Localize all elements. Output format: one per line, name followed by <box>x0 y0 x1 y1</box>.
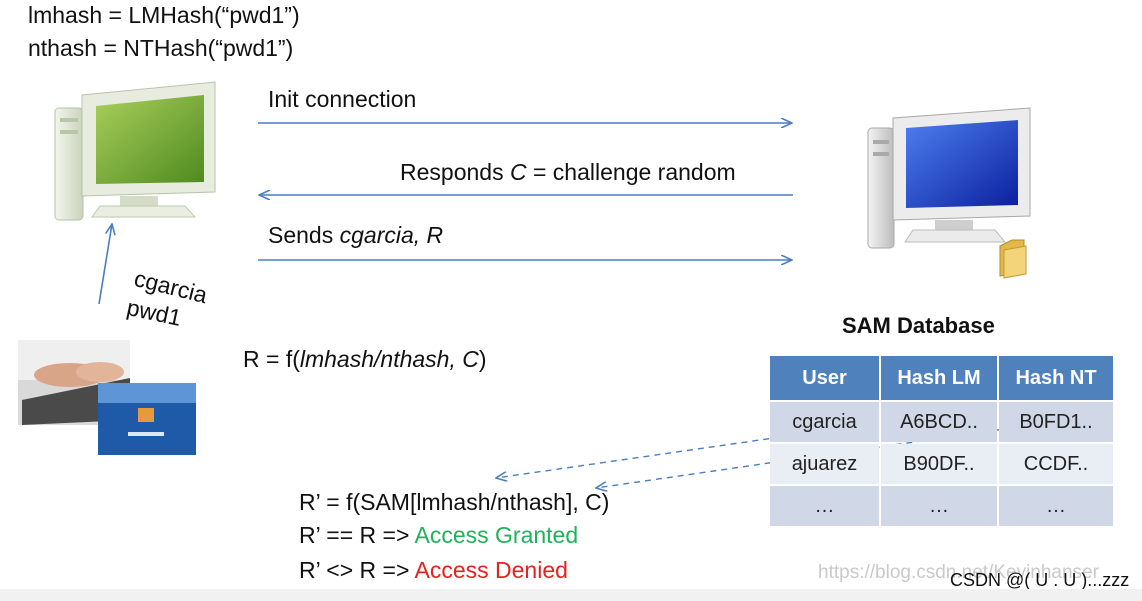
lm-hash-lookup-arrow <box>496 422 879 478</box>
cell-user: ajuarez <box>770 444 879 484</box>
cell-user: … <box>770 486 879 526</box>
table-row: cgarcia A6BCD.. B0FD1.. <box>770 402 1113 442</box>
sam-database-title: SAM Database <box>842 313 995 338</box>
watermark-url: https://blog.csdn.net/Kevinhanser <box>818 562 1099 583</box>
column-header-hash-lm: Hash LM <box>881 356 997 400</box>
table-row: … … … <box>770 486 1113 526</box>
sends-label: Sends cgarcia, R <box>268 222 444 248</box>
cell-user: cgarcia <box>770 402 879 442</box>
table-header-row: User Hash LM Hash NT <box>770 356 1113 400</box>
credential-input-arrow <box>98 224 112 305</box>
response-formula: R = f(lmhash/nthash, C) <box>243 346 487 372</box>
access-granted-text: Access Granted <box>414 522 579 548</box>
server-computer-icon <box>867 107 1031 249</box>
server-compute-formula: R’ = f(SAM[lmhash/nthash], C) <box>299 489 610 515</box>
lmhash-formula: lmhash = LMHash(“pwd1”) <box>28 2 300 28</box>
column-header-user: User <box>770 356 879 400</box>
table-row: ajuarez B90DF.. CCDF.. <box>770 444 1113 484</box>
cell-hash-lm: B90DF.. <box>881 444 997 484</box>
footer-credit: CSDN @( U . U )...zzz <box>950 570 1130 590</box>
sam-database-table: User Hash LM Hash NT cgarcia A6BCD.. B0F… <box>768 354 1115 528</box>
init-connection-label: Init connection <box>268 86 417 112</box>
client-computer-icon <box>54 81 216 221</box>
keyboard-login-icon <box>18 340 196 455</box>
bottom-bar <box>0 589 1142 601</box>
cell-hash-nt: CCDF.. <box>999 444 1113 484</box>
cell-hash-nt: … <box>999 486 1113 526</box>
access-denied-text: Access Denied <box>414 557 568 583</box>
nthash-formula: nthash = NTHash(“pwd1”) <box>28 35 294 61</box>
access-granted-rule: R’ == R => Access Granted <box>299 522 579 548</box>
column-header-hash-nt: Hash NT <box>999 356 1113 400</box>
folder-icon <box>999 239 1027 279</box>
challenge-label: Responds C = challenge random <box>400 159 736 185</box>
cell-hash-nt: B0FD1.. <box>999 402 1113 442</box>
cell-hash-lm: … <box>881 486 997 526</box>
cell-hash-lm: A6BCD.. <box>881 402 997 442</box>
access-denied-rule: R’ <> R => Access Denied <box>299 557 568 583</box>
